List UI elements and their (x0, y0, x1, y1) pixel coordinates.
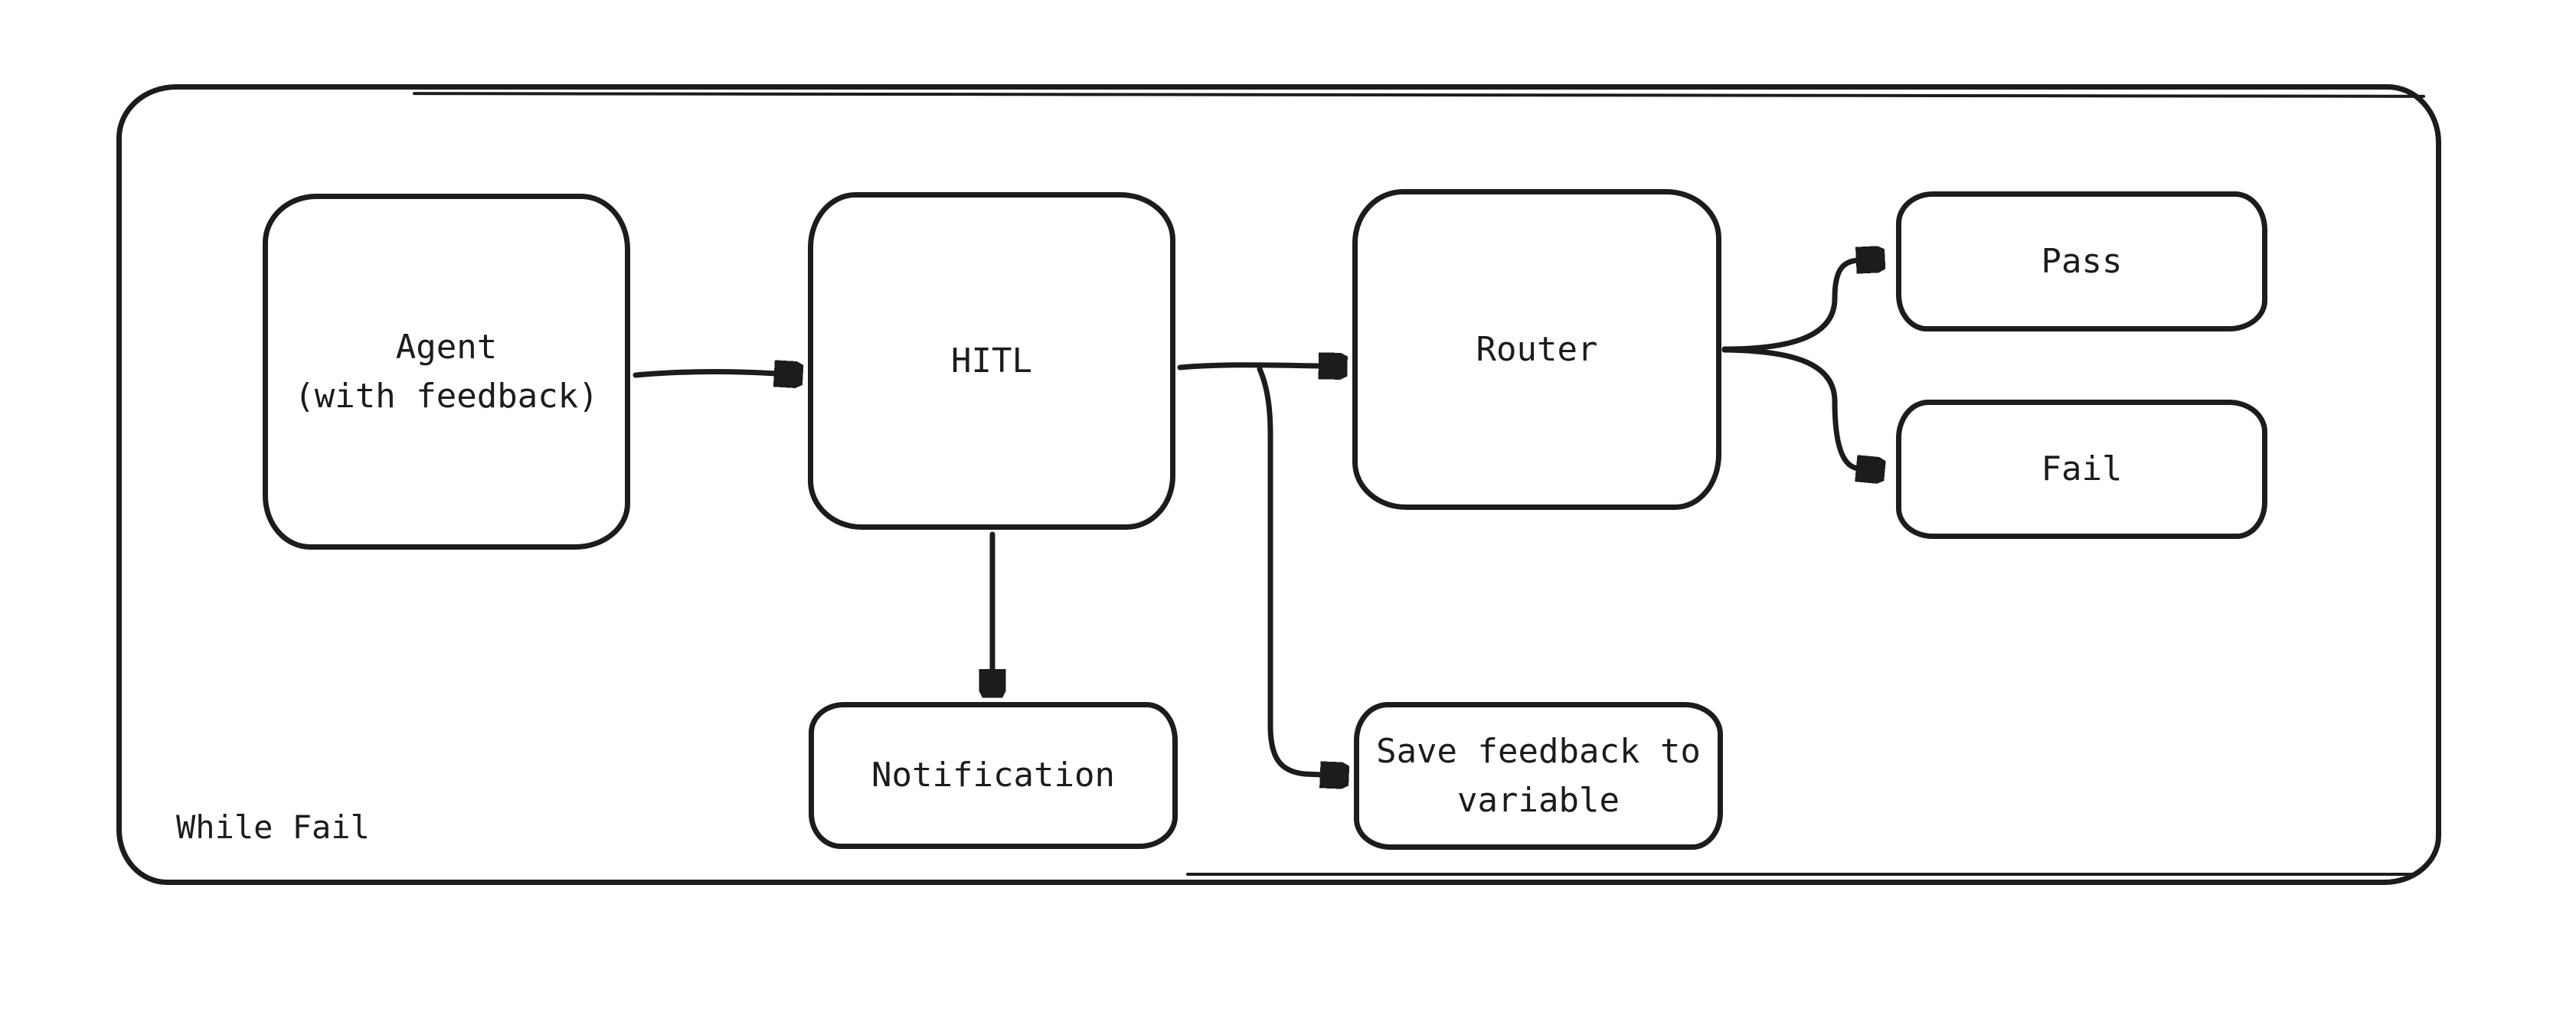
sketch-overdraw-top-line (412, 92, 2426, 98)
group-label-while-fail: While Fail (176, 808, 370, 846)
node-label: Pass (2041, 241, 2123, 281)
node-fail: Fail (1896, 400, 2267, 539)
node-save-feedback: Save feedback to variable (1354, 702, 1723, 850)
node-hitl: HITL (808, 192, 1175, 530)
node-label: Agent (395, 327, 498, 367)
node-label: Fail (2041, 449, 2123, 489)
node-label: Notification (871, 756, 1115, 795)
node-label: Save feedback to (1376, 731, 1701, 771)
node-label: variable (1457, 780, 1620, 820)
node-agent: Agent (with feedback) (263, 194, 630, 550)
node-router: Router (1352, 189, 1721, 510)
node-label: HITL (951, 341, 1032, 380)
while-fail-group-container (116, 84, 2441, 885)
node-label: Router (1476, 329, 1598, 369)
node-notification: Notification (809, 702, 1178, 849)
sketch-overdraw-bottom-line (1186, 873, 2416, 876)
node-label: (with feedback) (294, 376, 599, 416)
node-pass: Pass (1896, 191, 2267, 331)
